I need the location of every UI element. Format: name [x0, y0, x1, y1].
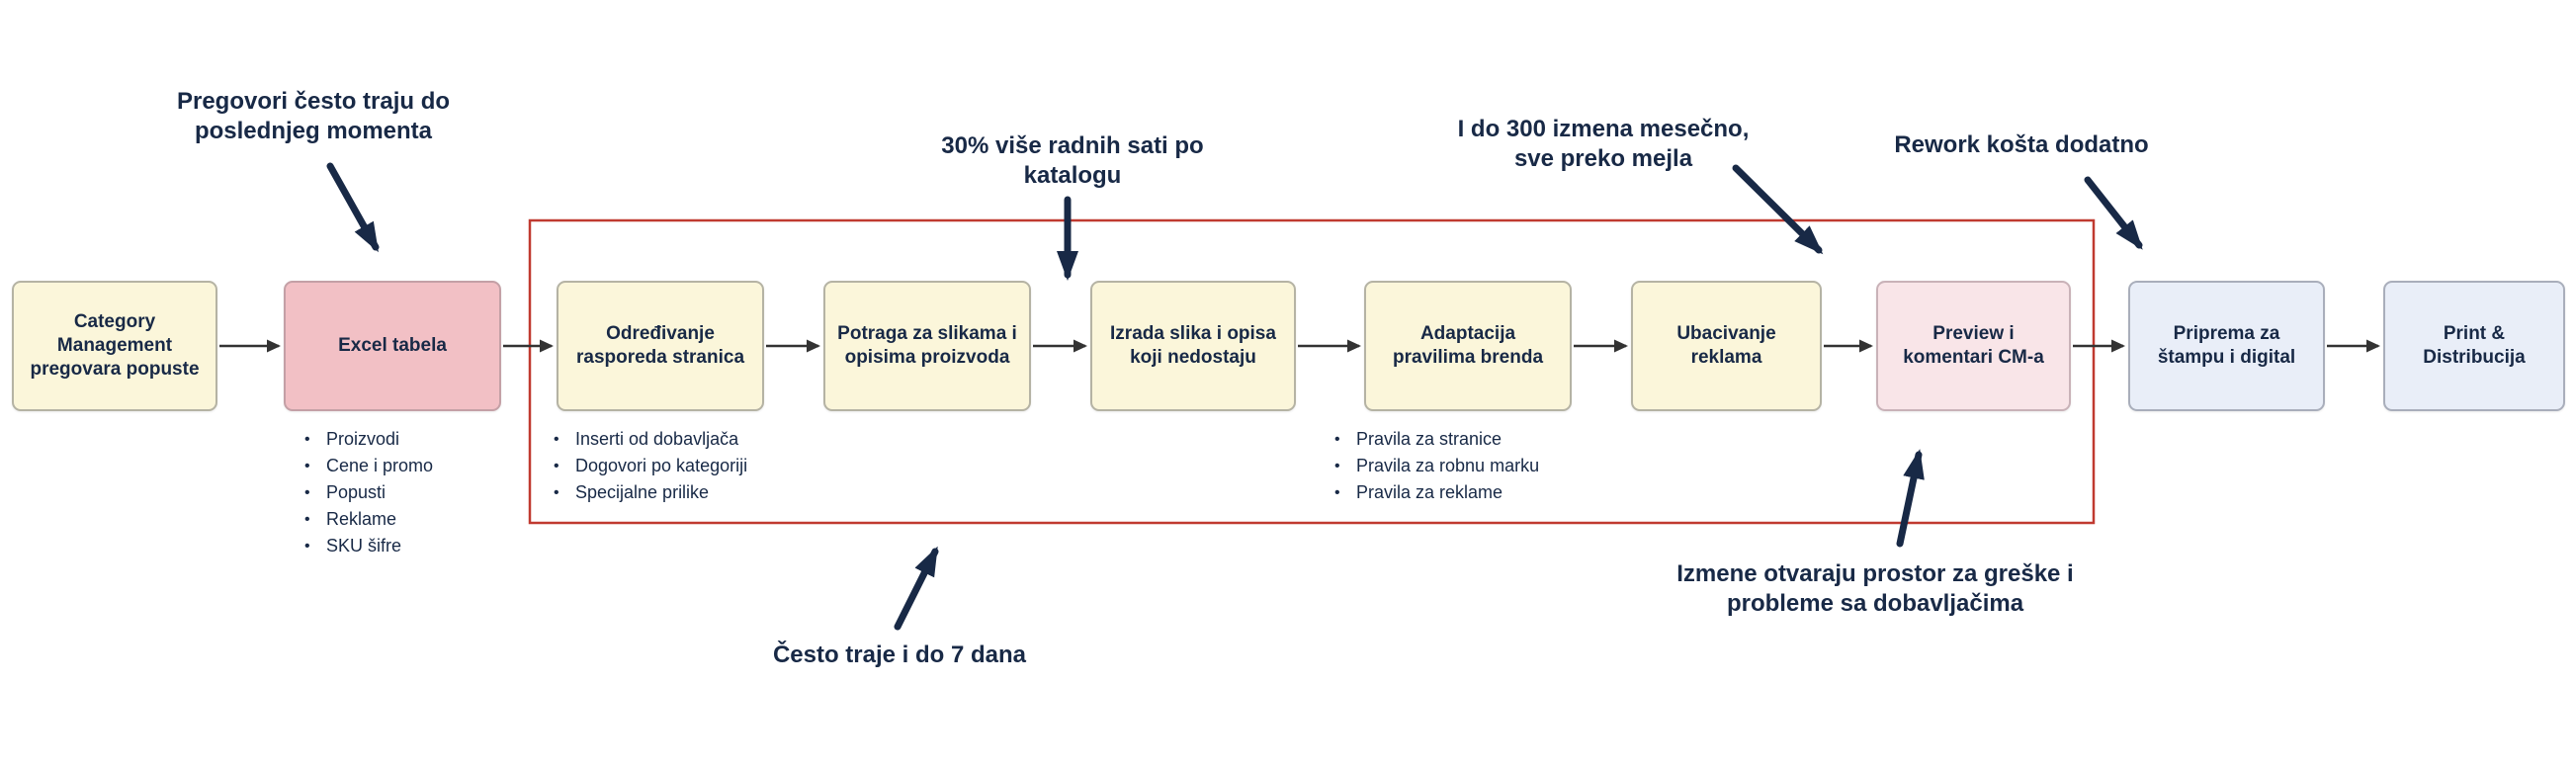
annotation-line: I do 300 izmena mesečno,: [1457, 116, 1750, 142]
annotation-arrow: [2084, 176, 2143, 250]
bullet-item: Dogovori po kategoriji: [549, 453, 747, 479]
node-title: Potraga za slikama i opisima proizvoda: [833, 322, 1021, 370]
node-title: Ubacivanje reklama: [1673, 322, 1779, 370]
flow-node-print-distribucija: Print & Distribucija: [2383, 281, 2565, 411]
node-title: Print & Distribucija: [2419, 322, 2529, 370]
bullet-item: Pravila za stranice: [1330, 426, 1539, 453]
annotation-rework: Rework košta dodatno: [1888, 130, 2155, 160]
annotation-line: 30% više radnih sati po: [941, 132, 1204, 159]
node-title-line: Priprema za: [2173, 323, 2280, 344]
annotation-line: Pregovori često traju do: [176, 88, 451, 115]
flow-node-odredjivanje-rasporeda: Određivanje rasporeda stranica: [557, 281, 764, 411]
annotation-radni-sati: 30% više radnih sati po katalogu: [904, 131, 1241, 191]
node-title-line: Preview i: [1932, 323, 2015, 344]
node-title: Izrada slika i opisa koji nedostaju: [1106, 322, 1280, 370]
annotation-line: probleme sa dobavljačima: [1726, 590, 2024, 617]
node-title: Excel tabela: [334, 334, 451, 358]
node-title: Preview i komentari CM-a: [1899, 322, 2048, 370]
node-title-line: Management: [56, 335, 173, 356]
flow-node-ubacivanje-reklama: Ubacivanje reklama: [1631, 281, 1822, 411]
node-title-line: rasporeda stranica: [575, 347, 745, 368]
annotation-arrow: [1896, 449, 1925, 548]
node-title-line: Određivanje: [606, 323, 715, 344]
node-title-line: Izrada slika i opisa: [1110, 323, 1276, 344]
node-title-line: komentari CM-a: [1903, 347, 2044, 368]
node-title: Category Management pregovara popuste: [26, 310, 203, 382]
annotation-arrow: [326, 162, 380, 253]
annotation-line: Izmene otvaraju prostor za greške i: [1676, 560, 2074, 587]
bullet-item: Specijalne prilike: [549, 479, 747, 506]
bullet-item: Popusti: [300, 479, 433, 506]
node-title-line: reklama: [1690, 347, 1762, 368]
node-title-line: Adaptacija: [1419, 323, 1516, 344]
node-title-line: Category: [73, 311, 156, 332]
node-title: Određivanje rasporeda stranica: [572, 322, 748, 370]
red-highlight-frame: [528, 218, 2096, 525]
raspored-bullet-list: Inserti od dobavljača Dogovori po katego…: [549, 426, 747, 506]
bullet-item: Proizvodi: [300, 426, 433, 453]
flow-node-izrada-slika: Izrada slika i opisa koji nedostaju: [1090, 281, 1296, 411]
bullet-item: Pravila za reklame: [1330, 479, 1539, 506]
annotation-izmene-greske: Izmene otvaraju prostor za greške i prob…: [1628, 559, 2122, 619]
node-title-line: Print &: [2443, 323, 2506, 344]
node-title-line: štampu i digital: [2157, 347, 2296, 368]
bullet-item: Cene i promo: [300, 453, 433, 479]
node-title-line: Ubacivanje: [1676, 323, 1776, 344]
node-title-line: pregovara popuste: [30, 359, 200, 380]
bullet-item: SKU šifre: [300, 533, 433, 559]
annotation-izmene-mesecno: I do 300 izmena mesečno, sve preko mejla: [1435, 115, 1771, 174]
node-title-line: Distribucija: [2423, 347, 2526, 368]
node-title-line: koji nedostaju: [1130, 347, 1256, 368]
node-title: Priprema za štampu i digital: [2154, 322, 2299, 370]
flow-node-priprema-stampa: Priprema za štampu i digital: [2128, 281, 2325, 411]
annotation-cesto-traje: Često traje i do 7 dana: [751, 641, 1048, 670]
pravila-brenda-bullet-list: Pravila za stranice Pravila za robnu mar…: [1330, 426, 1539, 506]
annotation-line: poslednjeg momenta: [194, 118, 433, 144]
annotation-arrow: [894, 546, 939, 631]
annotation-pregovori: Pregovori često traju do poslednjeg mome…: [130, 87, 496, 146]
bullet-item: Reklame: [300, 506, 433, 533]
annotation-line: sve preko mejla: [1513, 145, 1693, 172]
annotation-line: Rework košta dodatno: [1894, 131, 2149, 158]
bullet-item: Inserti od dobavljača: [549, 426, 747, 453]
node-title: Adaptacija pravilima brenda: [1389, 322, 1547, 370]
flow-node-preview-komentari: Preview i komentari CM-a: [1876, 281, 2071, 411]
node-title-line: pravilima brenda: [1392, 347, 1544, 368]
annotation-line: Često traje i do 7 dana: [772, 642, 1027, 668]
bullet-item: Pravila za robnu marku: [1330, 453, 1539, 479]
annotation-line: katalogu: [1023, 162, 1122, 189]
flow-node-excel-tabela: Excel tabela: [284, 281, 501, 411]
flow-node-potraga-za-slikama: Potraga za slikama i opisima proizvoda: [823, 281, 1031, 411]
node-title-line: Excel tabela: [338, 335, 447, 356]
node-title-line: opisima proizvoda: [844, 347, 1010, 368]
flow-node-category-management: Category Management pregovara popuste: [12, 281, 217, 411]
excel-tabela-bullet-list: Proizvodi Cene i promo Popusti Reklame S…: [300, 426, 433, 559]
node-title-line: Potraga za slikama i: [837, 323, 1017, 344]
annotation-arrow: [1732, 164, 1824, 255]
flow-node-adaptacija-brenda: Adaptacija pravilima brenda: [1364, 281, 1572, 411]
